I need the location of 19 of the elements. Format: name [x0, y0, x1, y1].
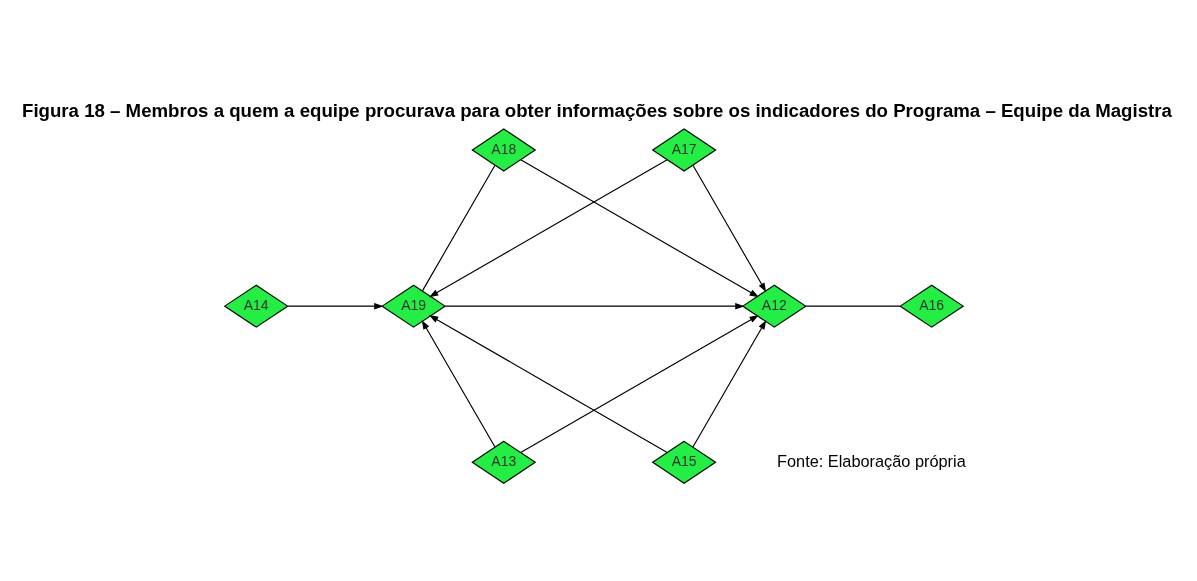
caption: Fonte: Elaboração própria: [777, 451, 966, 470]
diagram-title: Figura 18 – Membros a quem a equipe procurava para obter informações sobre os indicadores do Programa – Equipe da Magistra: [22, 99, 1172, 121]
node-diamond: A13: [471, 440, 537, 484]
arrow: [287, 302, 384, 309]
node-diamond: A14: [223, 283, 289, 328]
arrow: [520, 158, 759, 297]
arrow: [692, 164, 767, 292]
arrow: [692, 319, 767, 447]
node-diamond: A15: [651, 440, 717, 484]
arrow: [444, 302, 745, 309]
node-diamond: A17: [651, 127, 717, 172]
arrow: [421, 319, 496, 447]
arrow: [429, 314, 668, 453]
connector: [805, 305, 901, 307]
connector: [422, 164, 496, 291]
arrow: [520, 314, 759, 453]
arrow: [429, 158, 668, 297]
node-diamond: A16: [899, 283, 965, 328]
node-diamond: A18: [471, 127, 537, 172]
